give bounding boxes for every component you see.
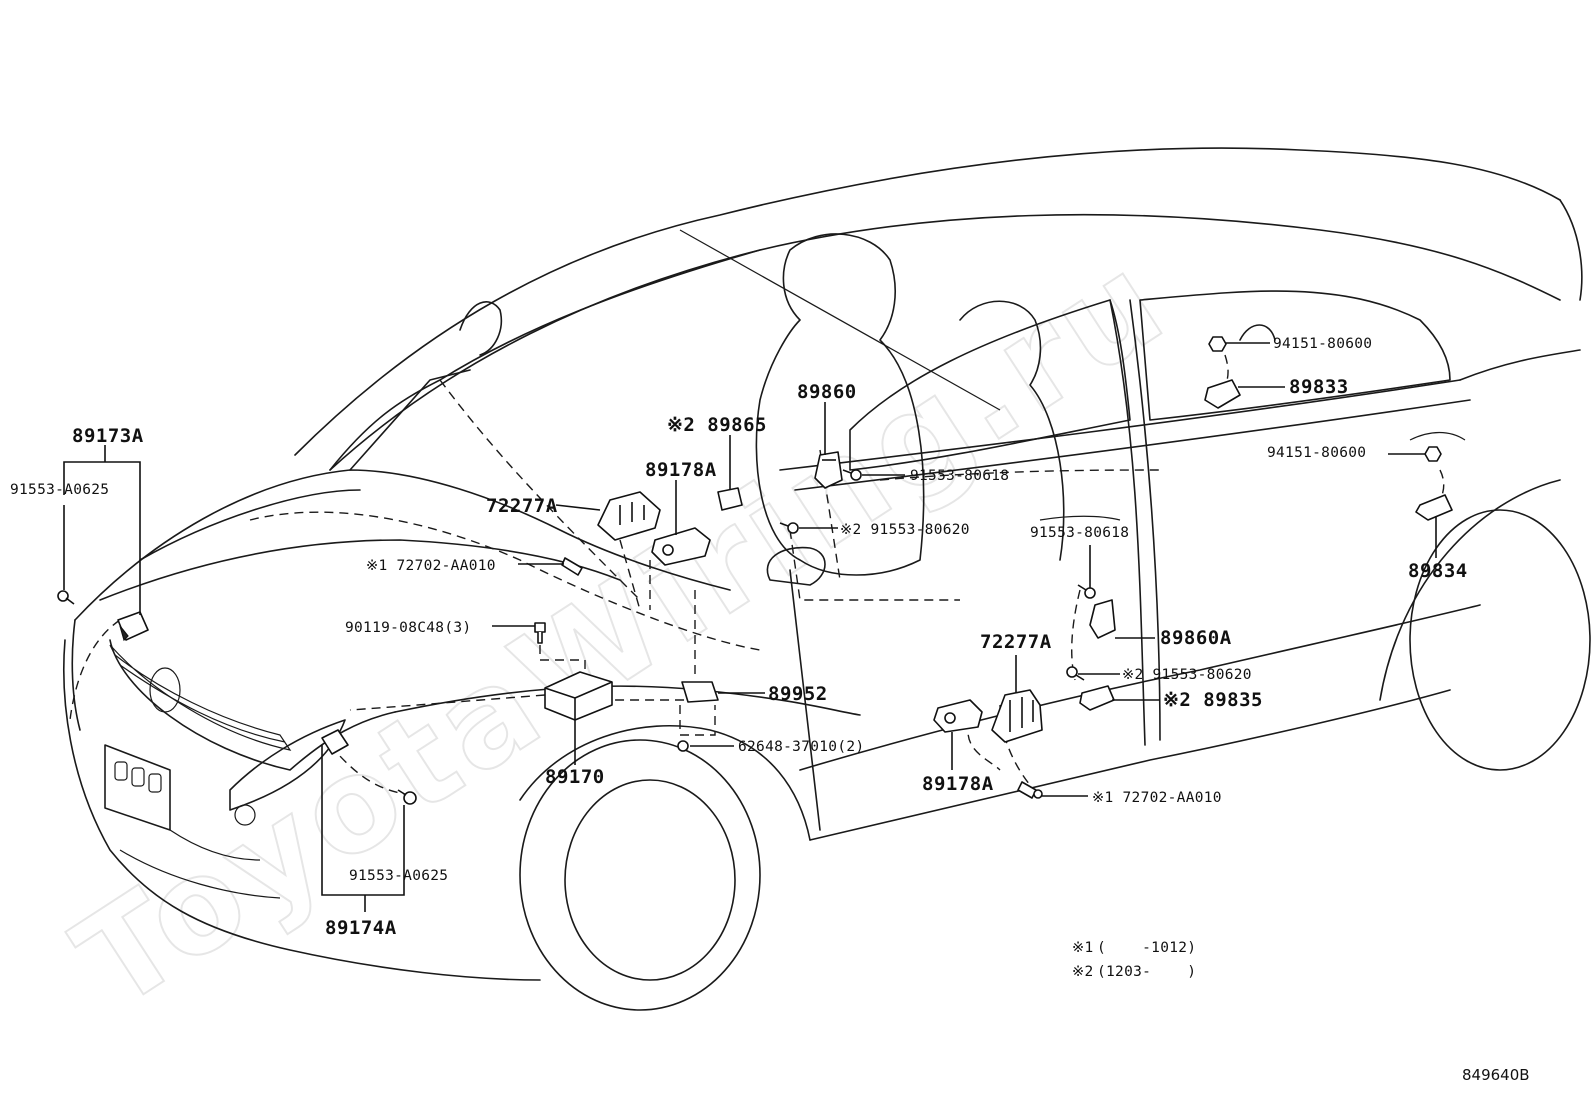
leader-lines (63, 342, 1437, 912)
sensor-89860-icon (814, 451, 843, 489)
footnotes: ※1 ( -1012) ※2 (1203- ) (1072, 940, 1196, 980)
bracket-72277a-icon (597, 491, 661, 541)
note-2-mark: ※2 (1072, 964, 1093, 980)
label-89833: 89833 (1289, 376, 1349, 398)
label-72702-aa010-right: ※1 72702-AA010 (1092, 790, 1222, 806)
label-89174a: 89174A (325, 917, 397, 939)
bolt-icon (842, 469, 862, 481)
nut-icon (1208, 336, 1227, 352)
label-72277a-left: 72277A (486, 495, 558, 517)
label-89178a-right: 89178A (922, 773, 994, 795)
label-91553-80620-bottom: ※2 91553-80620 (1122, 667, 1252, 683)
sensor-89834-icon (1415, 494, 1453, 521)
label-91553-a0625-bottom: 91553-A0625 (349, 868, 448, 884)
sensor-89952-icon (681, 681, 719, 703)
sensor-89173a-icon (117, 611, 149, 642)
sensor-89835-icon (1079, 685, 1115, 711)
label-89835: ※2 89835 (1163, 689, 1263, 711)
bolt-icon (561, 557, 583, 576)
sensor-89860a-icon (1089, 599, 1116, 639)
label-89173a: 89173A (72, 425, 144, 447)
bolt-icon (677, 740, 689, 752)
label-91553-a0625-left: 91553-A0625 (10, 482, 109, 498)
nut-icon (1424, 446, 1442, 462)
sensor-89174a-icon (321, 729, 349, 755)
bolt-icon (57, 590, 75, 605)
bolt-icon (1077, 584, 1096, 599)
airbag-ecu-89170-icon (544, 671, 613, 721)
part-labels: 89173A 91553-A0625 72277A 89178A ※2 8986… (10, 336, 1468, 939)
bolt-icon (779, 522, 799, 534)
diagram-id: 849640B (1462, 1066, 1530, 1084)
note-1-text: ( -1012) (1097, 940, 1196, 956)
label-89860: 89860 (797, 381, 857, 403)
label-89178a-left: 89178A (645, 459, 717, 481)
sensor-89865-icon (717, 487, 743, 511)
label-89834: 89834 (1408, 560, 1468, 582)
bolt-icon (397, 789, 417, 805)
label-89952: 89952 (768, 683, 828, 705)
label-91553-80620-top: ※2 91553-80620 (840, 522, 970, 538)
sensor-89178a-icon (651, 527, 711, 566)
parts (57, 336, 1453, 805)
note-2-text: (1203- ) (1097, 964, 1196, 980)
sensor-89178a-icon (933, 699, 983, 733)
bolt-icon (1017, 781, 1043, 799)
label-94151-80600-top: 94151-80600 (1273, 336, 1372, 352)
bracket-72277a-icon (991, 689, 1043, 743)
sensor-89833-icon (1204, 379, 1241, 409)
label-89170: 89170 (545, 766, 605, 788)
car-outline (63, 147, 1591, 1011)
label-91553-80618-top: 91553-80618 (910, 468, 1009, 484)
label-94151-80600-mid: 94151-80600 (1267, 445, 1366, 461)
label-62648-37010: 62648-37010(2) (738, 739, 864, 755)
label-89860a: 89860A (1160, 627, 1232, 649)
label-72702-aa010-left: ※1 72702-AA010 (366, 558, 496, 574)
bolt-icon (1066, 666, 1085, 681)
label-72277a-right: 72277A (980, 631, 1052, 653)
bolt-icon (534, 622, 546, 644)
label-90119-08c48: 90119-08C48(3) (345, 620, 471, 636)
label-89865: ※2 89865 (667, 414, 767, 436)
label-91553-80618-mid: 91553-80618 (1030, 525, 1129, 541)
note-1-mark: ※1 (1072, 940, 1093, 956)
